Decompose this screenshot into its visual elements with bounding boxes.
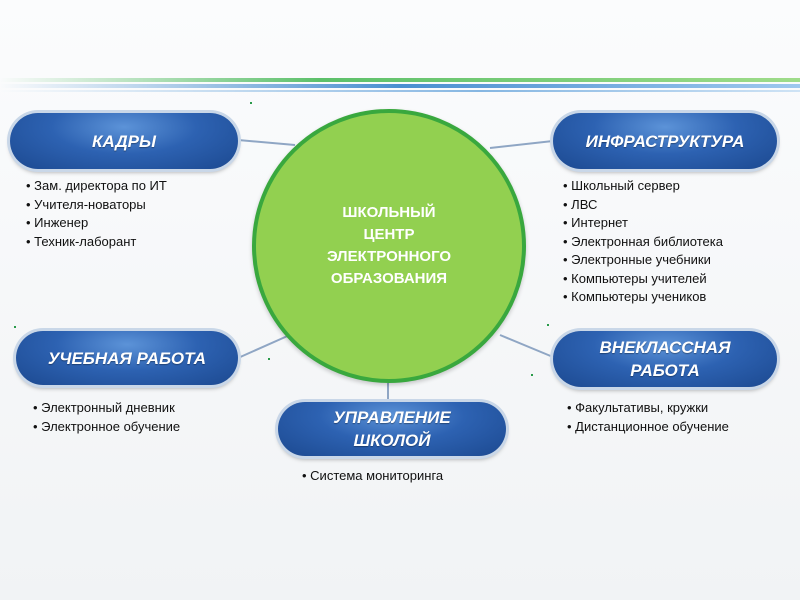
node-infrastructure-label: ИНФРАСТРУКТУРА — [585, 131, 745, 151]
node-management-label-line: ШКОЛОЙ — [353, 431, 431, 450]
header-band-green — [0, 78, 800, 82]
header-band-blue — [0, 84, 800, 88]
kadry-list: Зам. директора по ИТ Учителя-новаторы Ин… — [26, 177, 167, 251]
list-item: Техник-лаборант — [26, 233, 167, 252]
header-decor-bands — [0, 78, 800, 96]
decor-dot — [14, 326, 16, 328]
list-item: Учителя-новаторы — [26, 196, 167, 215]
decor-dot — [547, 324, 549, 326]
list-item: Интернет — [563, 214, 723, 233]
decor-dot — [531, 374, 533, 376]
center-line: ШКОЛЬНЫЙ — [342, 204, 436, 221]
list-item: Электронные учебники — [563, 251, 723, 270]
list-item: Школьный сервер — [563, 177, 723, 196]
list-item: Компьютеры учителей — [563, 270, 723, 289]
center-line: ЭЛЕКТРОННОГО — [326, 248, 452, 265]
management-list: Система мониторинга — [302, 467, 443, 486]
list-item: Инженер — [26, 214, 167, 233]
node-kadry: КАДРЫ — [10, 113, 238, 169]
list-item: Зам. директора по ИТ — [26, 177, 167, 196]
center-line: ОБРАЗОВАНИЯ — [330, 270, 448, 287]
infrastructure-list: Школьный сервер ЛВС Интернет Электронная… — [563, 177, 723, 307]
node-management: УПРАВЛЕНИЕ ШКОЛОЙ — [278, 402, 506, 456]
node-extracurricular: ВНЕКЛАССНАЯ РАБОТА — [553, 331, 777, 387]
node-infrastructure: ИНФРАСТРУКТУРА — [553, 113, 777, 169]
list-item: Факультативы, кружки — [567, 399, 729, 418]
connector-study — [237, 333, 293, 359]
study-list: Электронный дневник Электронное обучение — [33, 399, 180, 436]
node-study-label: УЧЕБНАЯ РАБОТА — [47, 348, 207, 368]
center-circle: ШКОЛЬНЫЙ ЦЕНТР ЭЛЕКТРОННОГО ОБРАЗОВАНИЯ — [252, 109, 526, 383]
node-extracurricular-label-line: ВНЕКЛАССНАЯ — [599, 338, 731, 357]
connector-kadry — [237, 139, 296, 146]
node-management-label-line: УПРАВЛЕНИЕ — [333, 408, 451, 427]
list-item: Компьютеры учеников — [563, 288, 723, 307]
node-extracurricular-label-line: РАБОТА — [630, 361, 700, 380]
list-item: ЛВС — [563, 196, 723, 215]
center-line: ЦЕНТР — [363, 226, 415, 243]
node-study: УЧЕБНАЯ РАБОТА — [16, 331, 238, 385]
list-item: Электронное обучение — [33, 418, 180, 437]
connector-infrastructure — [489, 140, 554, 149]
decor-dot — [268, 358, 270, 360]
node-kadry-label: КАДРЫ — [92, 131, 156, 151]
connector-extracurricular — [499, 334, 554, 358]
header-band-light — [0, 90, 800, 92]
list-item: Дистанционное обучение — [567, 418, 729, 437]
extracurricular-list: Факультативы, кружки Дистанционное обуче… — [567, 399, 729, 436]
list-item: Электронный дневник — [33, 399, 180, 418]
decor-dot — [250, 102, 252, 104]
list-item: Система мониторинга — [302, 467, 443, 486]
list-item: Электронная библиотека — [563, 233, 723, 252]
